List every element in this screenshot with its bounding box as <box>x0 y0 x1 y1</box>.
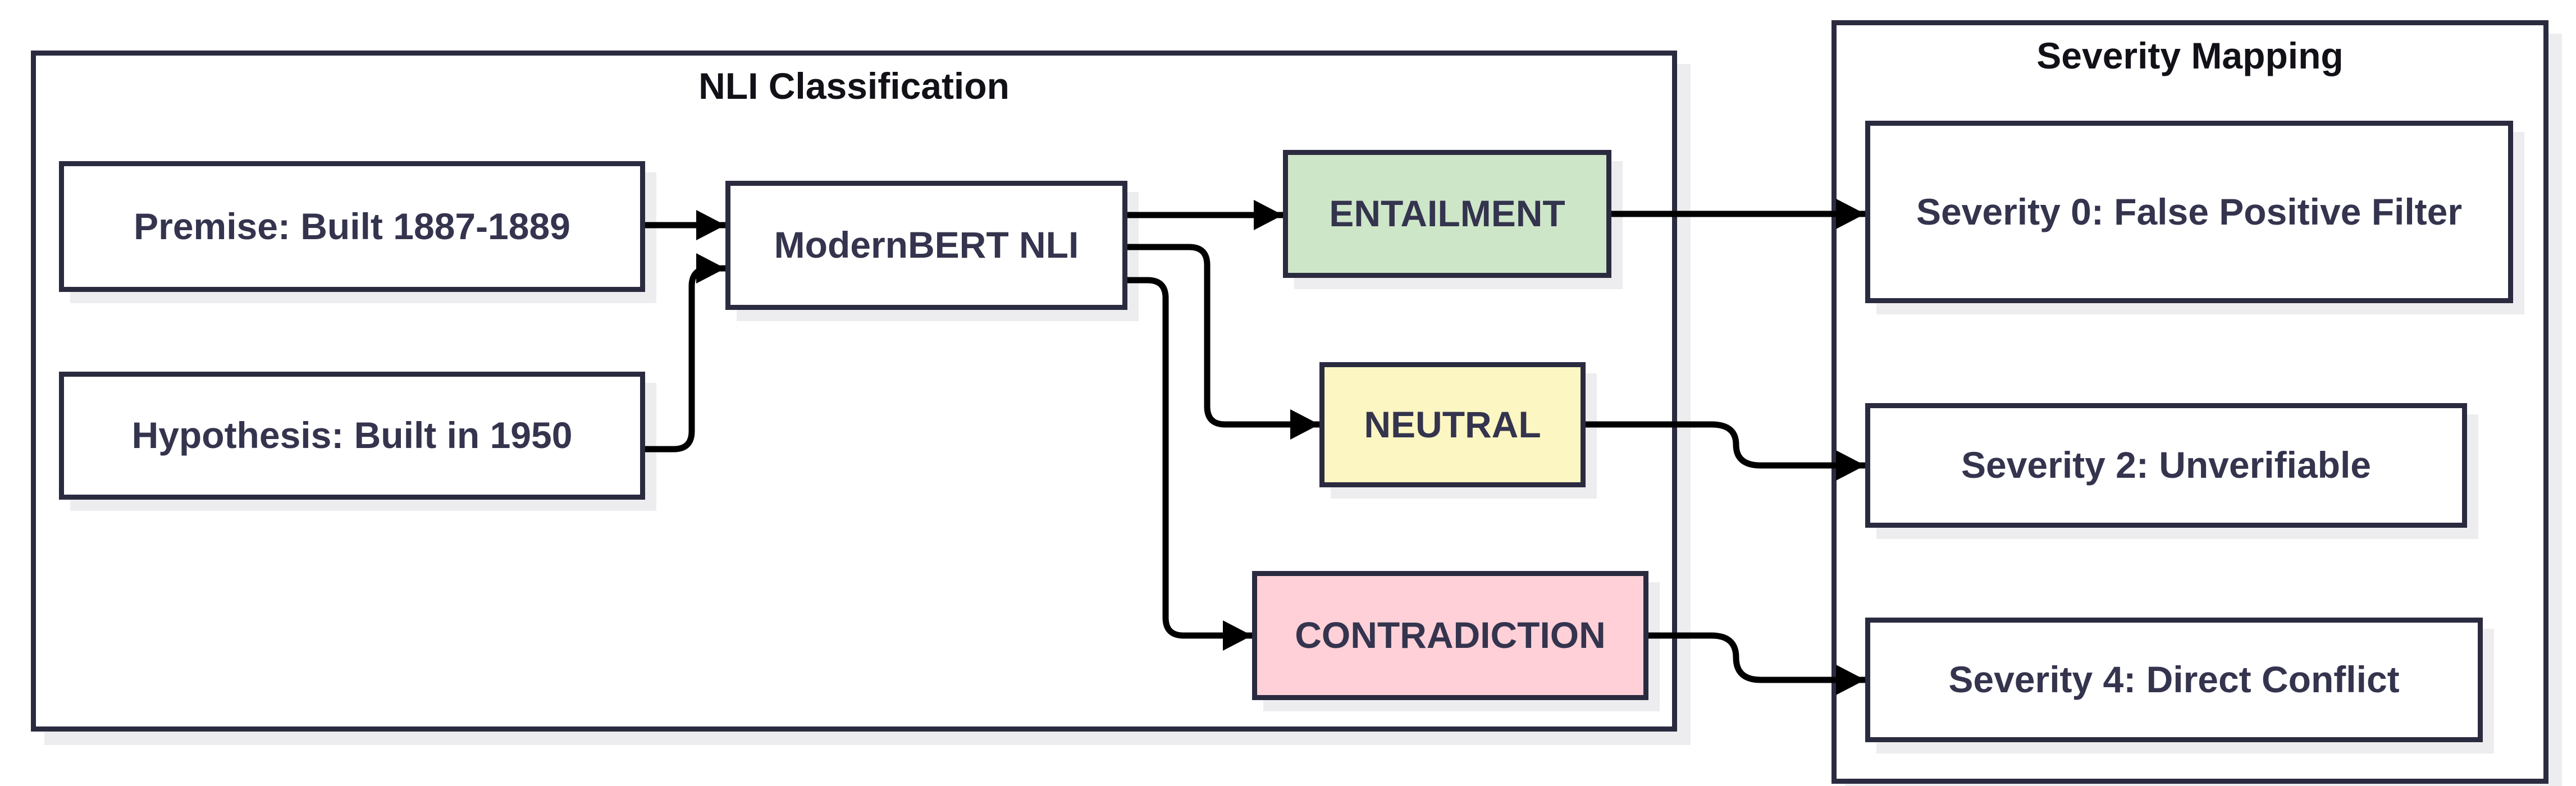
severity-0-node: Severity 0: False Positive Filter <box>1865 121 2513 303</box>
neutral-node: NEUTRAL <box>1319 362 1586 487</box>
contradiction-node-label: CONTRADICTION <box>1295 614 1606 656</box>
severity-0-node-label: Severity 0: False Positive Filter <box>1916 190 2463 232</box>
modernbert-nli-node-label: ModernBERT NLI <box>774 224 1079 266</box>
entailment-node-label: ENTAILMENT <box>1329 193 1565 235</box>
hypothesis-node: Hypothesis: Built in 1950 <box>59 372 645 500</box>
severity-4-node: Severity 4: Direct Conflict <box>1865 618 2483 742</box>
nli-classification-panel-title: NLI Classification <box>698 65 1010 107</box>
contradiction-node: CONTRADICTION <box>1252 571 1648 700</box>
hypothesis-node-label: Hypothesis: Built in 1950 <box>131 414 573 456</box>
severity-mapping-panel-title: Severity Mapping <box>2036 35 2344 76</box>
severity-4-node-label: Severity 4: Direct Conflict <box>1948 659 2400 701</box>
premise-node-label: Premise: Built 1887-1889 <box>134 205 570 247</box>
severity-2-node: Severity 2: Unverifiable <box>1865 403 2467 528</box>
entailment-node: ENTAILMENT <box>1283 150 1611 278</box>
premise-node: Premise: Built 1887-1889 <box>59 161 645 292</box>
neutral-node-label: NEUTRAL <box>1364 403 1541 445</box>
severity-2-node-label: Severity 2: Unverifiable <box>1961 444 2371 486</box>
modernbert-nli-node: ModernBERT NLI <box>725 181 1127 310</box>
